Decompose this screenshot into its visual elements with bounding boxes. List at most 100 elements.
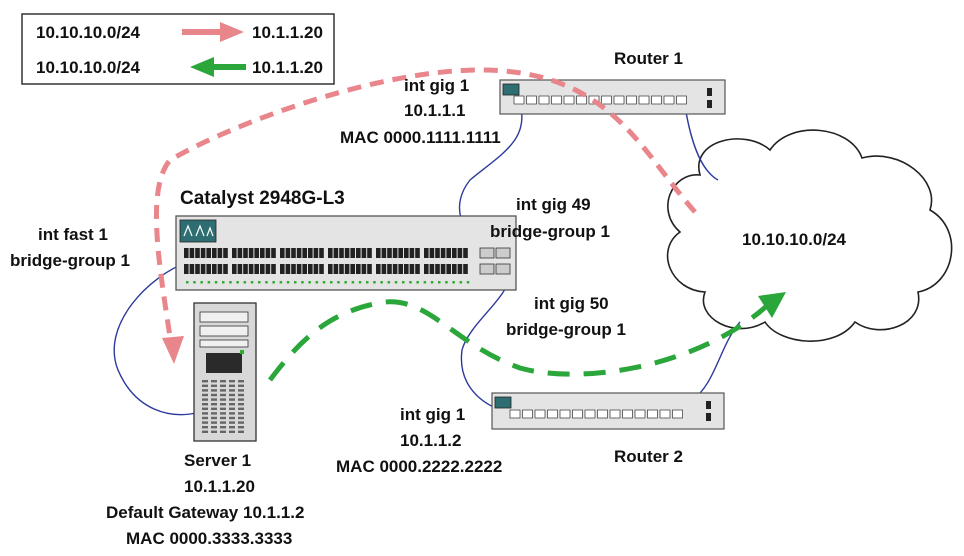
switch-led: [286, 281, 290, 284]
server-grill-slot: [229, 403, 235, 406]
switch-led: [445, 281, 448, 284]
server-grill-slot: [220, 380, 226, 383]
server-grill-slot: [238, 412, 244, 415]
server-grill-slot: [202, 416, 208, 420]
switch-port: [296, 264, 302, 274]
switch-port: [429, 248, 435, 258]
switch-port: [463, 264, 468, 274]
switch-port: [415, 248, 420, 258]
router-port: [509, 409, 521, 419]
router1-name: Router 1: [614, 49, 683, 68]
server-grill-slot: [229, 430, 235, 433]
switch-port: [435, 264, 440, 274]
server-grill-slot: [238, 393, 244, 397]
switch-port: [446, 248, 451, 258]
switch-port: [223, 264, 228, 274]
switch-led: [294, 281, 297, 284]
router1-logo-icon: [502, 83, 520, 96]
switch-led: [366, 281, 369, 284]
switch-port: [254, 264, 259, 274]
router-port: [584, 409, 596, 419]
server-grill-slot: [220, 412, 226, 415]
switch-port: [381, 264, 387, 274]
router2-logo-icon: [494, 396, 512, 409]
server-grill-slot: [229, 389, 235, 392]
router1-device: [499, 79, 726, 115]
router-port: [522, 409, 533, 419]
server-grill-slot: [211, 416, 217, 420]
router-port: [551, 95, 562, 105]
switch-port: [313, 248, 319, 258]
switch-port: [200, 248, 206, 258]
server-grill-slot: [220, 393, 226, 397]
server-grill-slot: [211, 421, 217, 424]
switch-port: [217, 248, 223, 258]
router-port: [576, 95, 587, 105]
switch-port: [339, 248, 344, 258]
switch-led: [438, 281, 441, 284]
switch-port: [429, 264, 435, 274]
switch-port: [361, 264, 367, 274]
server-grill-slot: [202, 421, 208, 424]
switch-port: [387, 248, 392, 258]
switch-port: [271, 264, 276, 274]
switch-led: [279, 281, 283, 284]
switch-led: [229, 281, 232, 284]
switch-port: [361, 248, 367, 258]
switch-port: [333, 264, 339, 274]
switch-port: [319, 264, 324, 274]
switch-led: [265, 281, 268, 284]
cloud-label: 10.10.10.0/24: [742, 230, 847, 249]
server-grill-slot: [229, 426, 235, 429]
switch-port49-iface: int gig 49: [516, 195, 591, 214]
switch-port-left-iface: int fast 1: [38, 225, 108, 244]
switch-port: [457, 264, 463, 274]
router1-mac: MAC 0000.1111.1111: [340, 128, 501, 147]
switch-port: [232, 264, 237, 274]
switch-port: [367, 264, 372, 274]
switch-led: [387, 281, 391, 284]
server-grill-slot: [202, 407, 208, 410]
switch-led: [243, 281, 247, 284]
server-gateway: Default Gateway 10.1.1.2: [106, 503, 304, 522]
server-grill-slot: [202, 398, 208, 401]
server-grill-slot: [202, 426, 208, 429]
switch-led: [466, 281, 470, 284]
server-grill-slot: [238, 416, 244, 420]
router-port: [622, 409, 633, 419]
switch-port: [189, 264, 195, 274]
cable-router2-cloud: [691, 321, 741, 401]
switch-led: [301, 281, 304, 284]
switch-port: [291, 248, 296, 258]
server-grill-slot: [211, 403, 217, 406]
switch-led: [337, 281, 340, 284]
switch-led: [430, 281, 434, 284]
switch-port: [302, 264, 307, 274]
switch-port: [440, 264, 446, 274]
router2-name: Router 2: [614, 447, 683, 466]
router2-ip: 10.1.1.2: [400, 431, 461, 450]
server-grill-slot: [202, 389, 208, 392]
server-grill-slot: [220, 407, 226, 410]
server-grill-slot: [238, 421, 244, 424]
router1-iface: int gig 1: [404, 76, 469, 95]
server-name: Server 1: [184, 451, 251, 470]
switch-port: [452, 264, 457, 274]
router-port: [526, 95, 537, 105]
switch-port: [356, 264, 361, 274]
router2-iface: int gig 1: [400, 405, 465, 424]
switch-port: [206, 248, 211, 258]
switch-port: [265, 248, 271, 258]
router2-device: [491, 392, 725, 430]
server-grill-slot: [229, 398, 235, 401]
server-grill-slot: [220, 426, 226, 429]
router-port: [663, 95, 675, 105]
server-grill-slot: [238, 398, 244, 401]
server-grill-slot: [220, 389, 226, 392]
switch-port: [387, 264, 392, 274]
router-port: [538, 95, 550, 105]
green-traffic-path: [268, 299, 772, 382]
switch-led: [214, 281, 218, 284]
pink-traffic-path: [153, 67, 697, 351]
switch-port: [195, 264, 200, 274]
